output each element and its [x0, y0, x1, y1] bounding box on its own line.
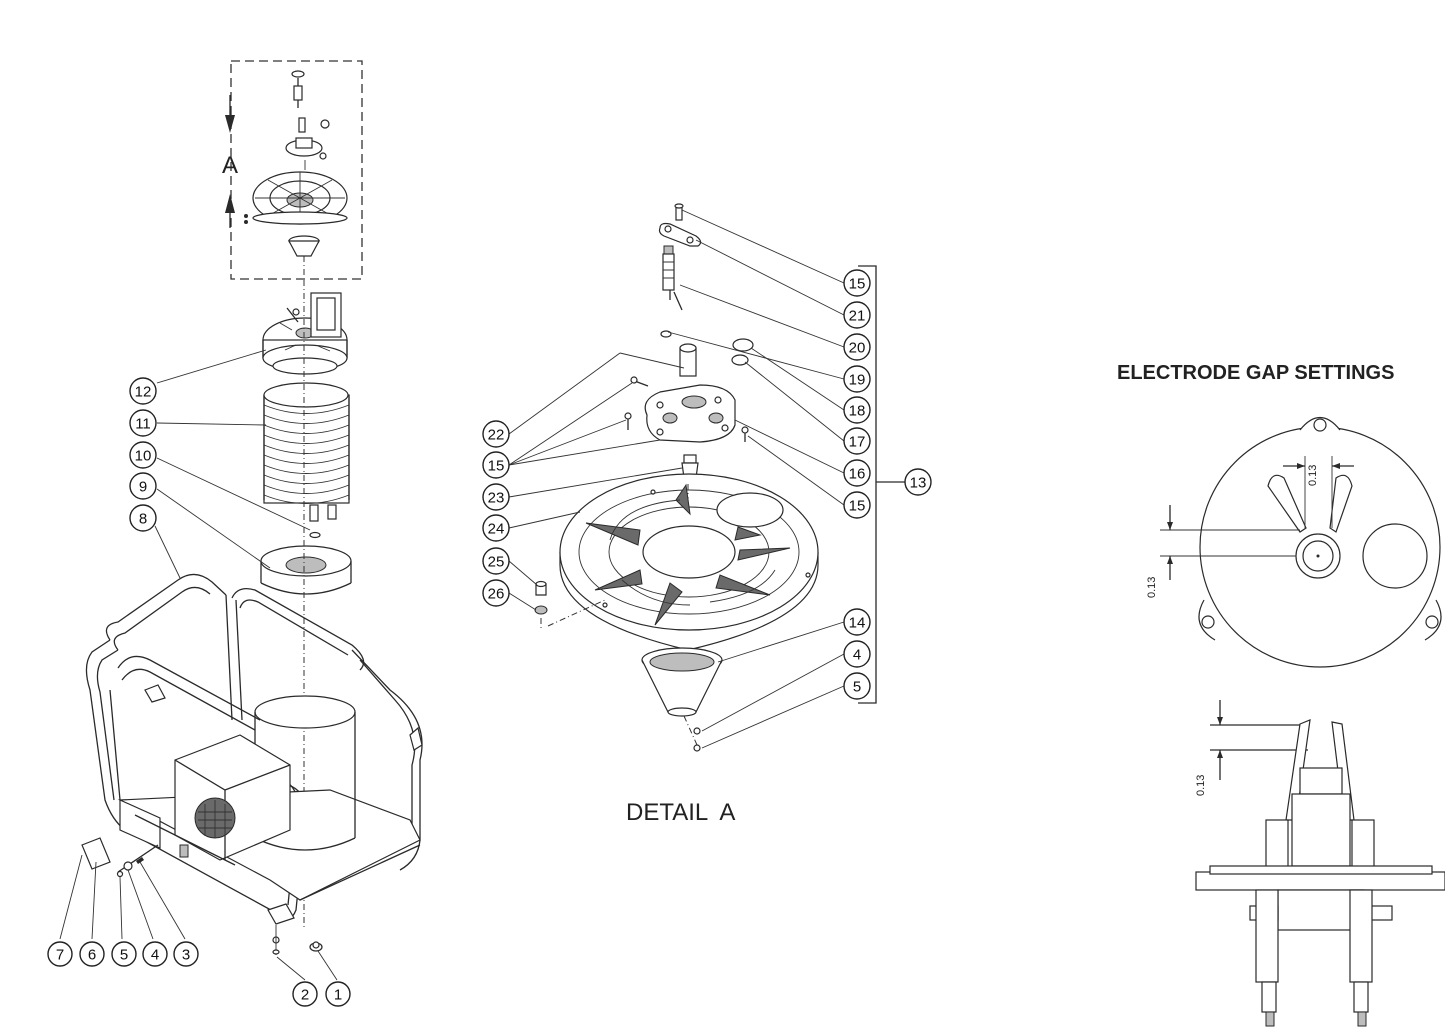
callout-10: 10: [129, 441, 157, 469]
callout-14: 14: [843, 608, 871, 636]
svg-text:19: 19: [849, 372, 866, 389]
view-arrow-down: [225, 95, 235, 133]
callout-11: 11: [129, 409, 157, 437]
callout-15-top: 15: [843, 269, 871, 297]
gap-dim-top: 0.13: [1307, 465, 1319, 486]
svg-text:11: 11: [135, 416, 151, 433]
detail-a-reference-box: [230, 60, 363, 280]
burner-head-12: [262, 292, 348, 375]
svg-text:23: 23: [488, 490, 505, 507]
callout-7: 7: [47, 941, 73, 967]
detail-a-title: DETAIL A: [626, 799, 735, 826]
gap-settings-title: ELECTRODE GAP SETTINGS: [1117, 362, 1394, 384]
gap-side-view: 0.13: [1195, 700, 1445, 1027]
electrode-gap-settings: ELECTRODE GAP SETTINGS: [1117, 362, 1445, 1027]
combustion-ring-9: [260, 545, 352, 595]
svg-text:12: 12: [135, 384, 152, 401]
svg-text:22: 22: [488, 427, 505, 444]
svg-text:18: 18: [849, 403, 866, 420]
callout-3: 3: [173, 941, 199, 967]
electrode-plate-16: [624, 376, 749, 443]
svg-text:15: 15: [488, 458, 505, 475]
callout-26: 26: [482, 579, 510, 607]
callout-15-right: 15: [843, 491, 871, 519]
coil-windings: [263, 404, 350, 504]
callout-13: 13: [904, 468, 932, 496]
svg-text:5: 5: [853, 679, 861, 696]
gap-dim-side: 0.13: [1195, 775, 1207, 796]
callout-17: 17: [843, 427, 871, 455]
svg-text:6: 6: [88, 947, 96, 964]
callout-4-detail: 4: [843, 640, 871, 668]
callout-20: 20: [843, 333, 871, 361]
main-callouts: 1 2 3 4 5 6 7 8 9 10 11 12: [47, 377, 351, 1007]
callout-15-left: 15: [482, 451, 510, 479]
svg-text:10: 10: [135, 448, 152, 465]
callout-19: 19: [843, 365, 871, 393]
svg-text:15: 15: [849, 276, 866, 293]
mini-burner-assembly: [244, 70, 348, 278]
bolt-nut-25-26: [534, 580, 606, 630]
svg-text:4: 4: [151, 947, 159, 964]
svg-text:24: 24: [488, 521, 505, 538]
callout-2: 2: [292, 981, 318, 1007]
callout-4: 4: [142, 941, 168, 967]
callout-22: 22: [482, 420, 510, 448]
callout-12: 12: [129, 377, 157, 405]
callout-24: 24: [482, 514, 510, 542]
frame-assembly-8: [85, 573, 423, 955]
svg-text:2: 2: [301, 987, 309, 1004]
svg-text:26: 26: [488, 586, 505, 603]
cone-14: [641, 647, 723, 752]
svg-text:1: 1: [334, 987, 342, 1004]
view-label-a: A: [222, 152, 238, 179]
svg-text:14: 14: [849, 615, 866, 632]
svg-text:8: 8: [139, 511, 147, 528]
svg-text:7: 7: [56, 947, 64, 964]
callout-25: 25: [482, 547, 510, 575]
svg-text:17: 17: [849, 434, 866, 451]
gap-top-view: 0.13 0.13: [1146, 416, 1442, 668]
switch-plate-hardware: [81, 837, 159, 878]
callout-21: 21: [843, 301, 871, 329]
svg-text:15: 15: [849, 498, 866, 515]
callout-16: 16: [843, 459, 871, 487]
view-arrow-up: [225, 194, 235, 228]
main-assembly: A: [47, 60, 423, 1007]
washer-10: [309, 531, 321, 539]
callout-1: 1: [325, 981, 351, 1007]
svg-text:25: 25: [488, 554, 505, 571]
svg-text:9: 9: [139, 479, 147, 496]
callout-6: 6: [79, 941, 105, 967]
detail-a-assembly: 13 14 4 5 15 21 20 19 18 17 16 15 22 15 …: [482, 203, 932, 826]
callout-8: 8: [129, 504, 157, 532]
svg-text:3: 3: [182, 947, 190, 964]
svg-text:4: 4: [853, 647, 861, 664]
diffuser-plate-24: [559, 473, 819, 651]
callout-5: 5: [111, 941, 137, 967]
main-leader-lines: [59, 349, 338, 981]
detail-leader-lines: [508, 209, 905, 749]
callout-9: 9: [129, 472, 157, 500]
detail-callouts: 13 14 4 5 15 21 20 19 18 17 16 15 22 15 …: [482, 269, 932, 700]
svg-text:16: 16: [849, 466, 866, 483]
heating-coil-11: [263, 382, 350, 522]
callout-23: 23: [482, 483, 510, 511]
callout-18: 18: [843, 396, 871, 424]
svg-text:5: 5: [120, 947, 128, 964]
svg-text:21: 21: [849, 308, 866, 325]
svg-text:20: 20: [849, 340, 866, 357]
gap-dim-left: 0.13: [1146, 577, 1158, 598]
electrode-parts: [658, 203, 754, 377]
svg-text:13: 13: [910, 475, 927, 492]
callout-5-detail: 5: [843, 672, 871, 700]
